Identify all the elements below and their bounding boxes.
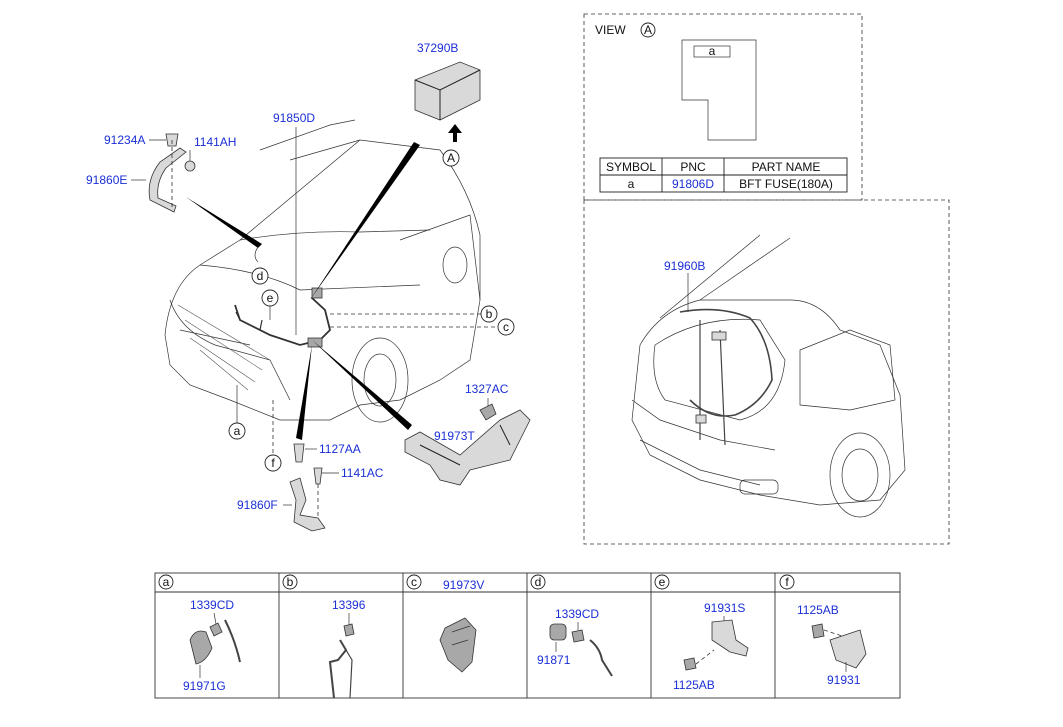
view-a-frame bbox=[583, 13, 863, 201]
callout-A: A bbox=[447, 151, 455, 165]
label-1141ac[interactable]: 1141AC bbox=[341, 466, 384, 480]
label-1141ah[interactable]: 1141AH bbox=[194, 135, 236, 149]
callout-b: b bbox=[486, 307, 493, 321]
panel-b: b 13396 bbox=[282, 574, 366, 699]
panel-c-letter: c bbox=[411, 575, 417, 589]
grommet-91871 bbox=[549, 623, 567, 641]
panel-f: f 1125AB 91931 bbox=[779, 574, 867, 687]
panel-f-label-91931[interactable]: 91931 bbox=[827, 673, 861, 687]
bolt-1125ab-e bbox=[683, 657, 697, 671]
label-37290b[interactable]: 37290B bbox=[417, 41, 458, 55]
fuse-slot-label: a bbox=[709, 44, 716, 58]
table-header-symbol: SYMBOL bbox=[606, 160, 656, 174]
front-car-view: 37290B A 91850D 91234A 1141AH 91860E d e… bbox=[86, 41, 531, 532]
panel-d-letter: d bbox=[535, 575, 542, 589]
panel-d: d 1339CD 91871 bbox=[530, 574, 613, 677]
table-header-pnc: PNC bbox=[680, 160, 706, 174]
rear-car-body bbox=[631, 299, 906, 506]
panel-b-label-13396[interactable]: 13396 bbox=[332, 598, 366, 612]
fuse-outline bbox=[681, 39, 757, 141]
bolt-1141ac bbox=[313, 467, 323, 485]
label-1327ac[interactable]: 1327AC bbox=[465, 382, 509, 396]
cable-91860e bbox=[148, 147, 187, 213]
label-91960b[interactable]: 91960B bbox=[664, 259, 705, 273]
panel-b-letter: b bbox=[287, 575, 294, 589]
panel-a-letter: a bbox=[163, 575, 170, 589]
panel-e-label-1125ab[interactable]: 1125AB bbox=[673, 678, 715, 692]
bottom-panels-frame bbox=[154, 572, 901, 699]
panel-c-label-91973v[interactable]: 91973V bbox=[443, 578, 484, 592]
panel-f-letter: f bbox=[785, 575, 789, 589]
wedge-bracket bbox=[312, 340, 412, 430]
rear-view-inset: 91960B bbox=[583, 199, 950, 545]
panel-a-label-91971g[interactable]: 91971G bbox=[183, 679, 226, 693]
panel-d-label-91871[interactable]: 91871 bbox=[537, 653, 571, 667]
panel-f-label-1125ab[interactable]: 1125AB bbox=[797, 603, 839, 617]
callout-a: a bbox=[234, 424, 241, 438]
view-a-circle bbox=[640, 22, 656, 38]
cable-91860f bbox=[289, 477, 326, 532]
view-a-inset: VIEW A a SYMBOL PNC PART NAME a 91806D B… bbox=[583, 13, 863, 201]
fuse-slot bbox=[693, 45, 731, 58]
panel-a-label-1339cd[interactable]: 1339CD bbox=[190, 598, 234, 612]
callout-d: d bbox=[257, 269, 264, 283]
panel-a: a 1339CD 91971G bbox=[158, 574, 241, 693]
callout-e: e bbox=[267, 291, 274, 305]
front-wheel bbox=[351, 337, 409, 423]
nut-1327ac bbox=[479, 403, 497, 421]
label-1127aa[interactable]: 1127AA bbox=[319, 442, 361, 456]
wedge-f bbox=[296, 345, 312, 440]
callout-c: c bbox=[503, 320, 509, 334]
label-91973t[interactable]: 91973T bbox=[434, 429, 475, 443]
label-91234a[interactable]: 91234A bbox=[104, 133, 145, 147]
wedge-a bbox=[310, 142, 420, 300]
front-grille bbox=[169, 299, 291, 401]
label-91860f[interactable]: 91860F bbox=[237, 498, 278, 512]
label-91860e[interactable]: 91860E bbox=[86, 173, 127, 187]
bracket-91931s bbox=[711, 619, 749, 657]
panel-e-letter: e bbox=[659, 575, 666, 589]
side-mirror bbox=[442, 246, 468, 284]
table-cell-part-name: BFT FUSE(180A) bbox=[739, 177, 833, 191]
panel-e-label-91931s[interactable]: 91931S bbox=[704, 601, 745, 615]
bracket-91931 bbox=[829, 629, 867, 669]
rear-view-frame bbox=[583, 199, 950, 545]
rear-exhaust bbox=[739, 479, 779, 495]
bottom-panels: a 1339CD 91971G b 13396 c 91973V bbox=[154, 572, 901, 699]
battery-part bbox=[414, 61, 481, 121]
table-cell-pnc[interactable]: 91806D bbox=[672, 177, 714, 191]
rear-harness bbox=[679, 308, 773, 417]
bolt-1127aa bbox=[293, 443, 305, 463]
callout-f: f bbox=[271, 456, 275, 470]
front-car-body bbox=[164, 139, 481, 421]
view-a-title: VIEW bbox=[595, 23, 626, 37]
table-header-part-name: PART NAME bbox=[752, 160, 821, 174]
view-a-circle-label: A bbox=[644, 23, 652, 37]
panel-d-label-1339cd[interactable]: 1339CD bbox=[555, 607, 599, 621]
rear-wheel bbox=[829, 432, 891, 518]
panel-c: c 91973V bbox=[406, 574, 484, 673]
rear-side-window bbox=[799, 329, 896, 411]
bracket-91973t bbox=[404, 409, 531, 486]
wedge-d bbox=[186, 197, 262, 248]
bolt-1125ab-f bbox=[811, 623, 825, 639]
label-91850d[interactable]: 91850D bbox=[273, 111, 315, 125]
cover-91973v bbox=[439, 617, 477, 673]
table-cell-symbol: a bbox=[628, 177, 635, 191]
panel-e: e 91931S 1125AB bbox=[654, 574, 749, 692]
connector-91971g bbox=[189, 630, 213, 665]
